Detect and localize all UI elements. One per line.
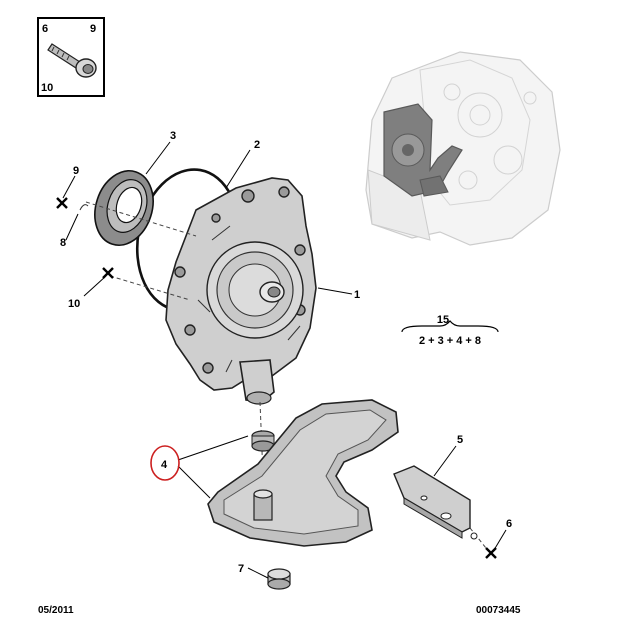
washer-8 xyxy=(79,204,89,211)
callout-3: 3 xyxy=(170,130,176,142)
callout-labels: 1 2 3 4 5 6 7 8 9 10 xyxy=(60,130,512,575)
oil-strainer-part xyxy=(207,399,399,547)
footer-date: 05/2011 xyxy=(38,605,74,616)
kit-group: 15 2 + 3 + 4 + 8 xyxy=(401,314,499,347)
callout-8: 8 xyxy=(60,237,66,249)
callout-2: 2 xyxy=(254,139,260,151)
inset-label-tr: 9 xyxy=(90,23,96,35)
kit-number: 15 xyxy=(437,314,449,326)
gearbox-illustration xyxy=(365,51,561,246)
callout-7: 7 xyxy=(238,563,244,575)
inset-screw-box: 6 9 10 xyxy=(37,17,105,97)
callout-10: 10 xyxy=(68,298,80,310)
fastener-cross-9 xyxy=(56,197,68,209)
screw-icon xyxy=(47,43,97,78)
footer-code: 00073445 xyxy=(476,605,521,616)
leader-lines xyxy=(62,141,507,579)
highlight-ring xyxy=(150,445,180,481)
oil-pump-body-part xyxy=(165,177,317,405)
oil-seal-part xyxy=(94,170,154,246)
inset-label-tl: 6 xyxy=(42,23,48,35)
callout-5: 5 xyxy=(457,434,463,446)
inset-label-bl: 10 xyxy=(41,82,53,94)
fastener-cross-10 xyxy=(102,267,114,279)
strainer-seal-part xyxy=(251,430,275,452)
kit-formula: 2 + 3 + 4 + 8 xyxy=(419,335,481,347)
drain-plug-part xyxy=(267,568,291,590)
callout-9: 9 xyxy=(73,165,79,177)
callout-1: 1 xyxy=(354,289,360,301)
callout-4: 4 xyxy=(161,459,168,471)
callout-6: 6 xyxy=(506,518,512,530)
bracket-part xyxy=(393,465,471,539)
